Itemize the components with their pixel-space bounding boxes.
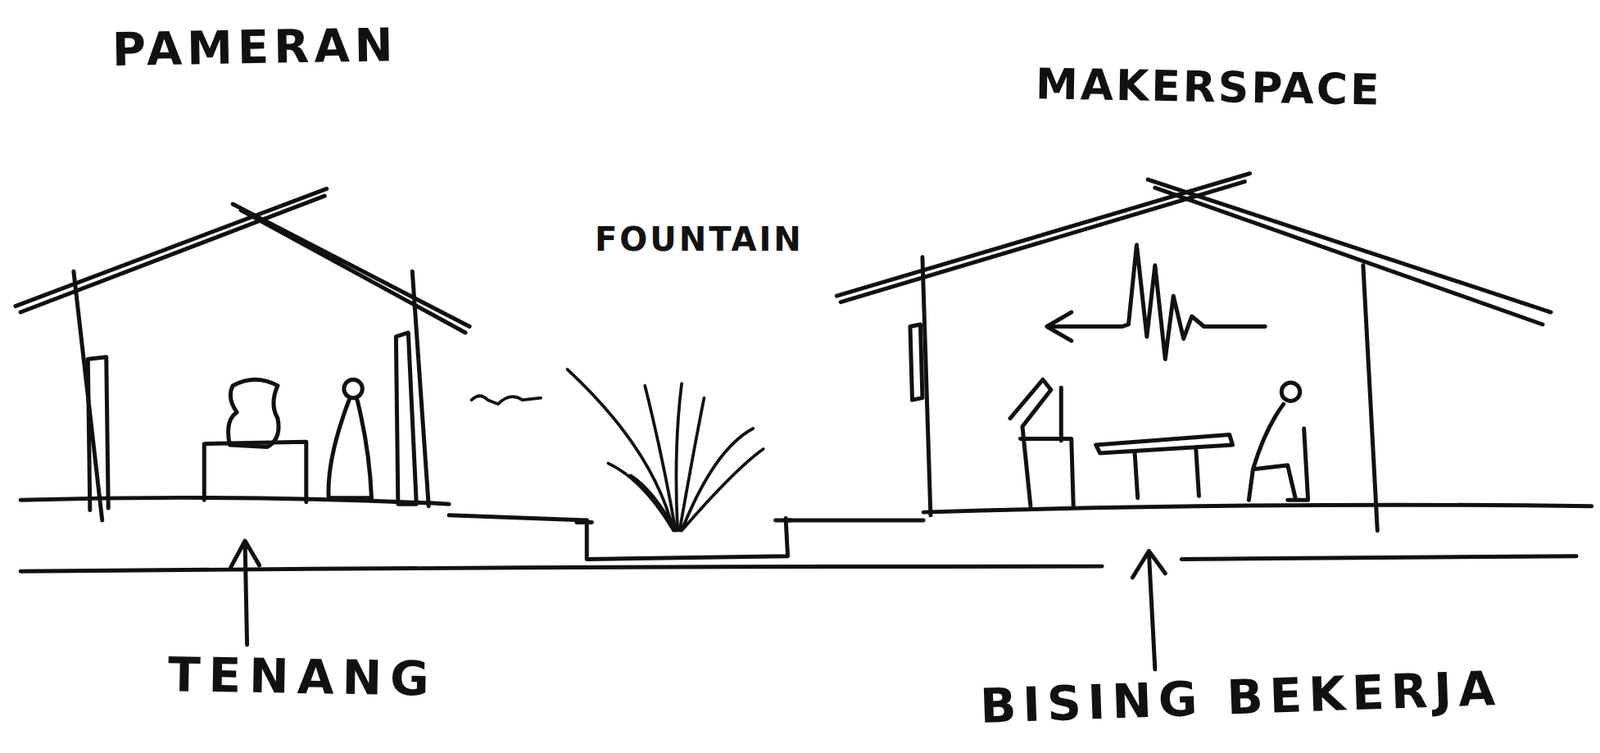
post [1363,265,1378,531]
noise-arrowhead [1047,312,1072,341]
work-table [1096,434,1233,498]
maker-seated [1248,403,1308,500]
label-note: TENANG [167,650,439,703]
ground-line [448,515,587,521]
label-title: PAMERAN [112,22,399,73]
label-feature: FOUNTAIN [594,222,804,256]
ground-line [785,518,924,523]
sculpture [228,379,279,447]
fountain-plant [567,369,764,531]
visitor-body [328,399,372,499]
leader-arrow [1132,550,1165,669]
label-note: BISING BEKERJA [979,664,1503,730]
floor-line [923,504,1592,513]
ground-line [1181,556,1577,560]
door-panel [87,357,109,511]
leader-arrow [231,540,260,645]
visitor-head [344,379,363,398]
maker-chair [1010,379,1074,506]
ground-line [20,566,1102,572]
sound-mark [471,395,542,404]
fountain [448,369,924,560]
makerspace-building [836,173,1591,531]
standing-figure [395,332,417,504]
noise-wave [1051,244,1266,359]
roof-line [1147,179,1551,325]
label-title: MAKERSPACE [1035,62,1383,111]
roof-line [232,203,470,333]
roof-line [15,188,327,313]
display-table [203,441,307,502]
door-panel [910,324,923,400]
floor-line [20,497,449,504]
maker-head [1281,382,1300,401]
exhibition-building [15,188,470,521]
